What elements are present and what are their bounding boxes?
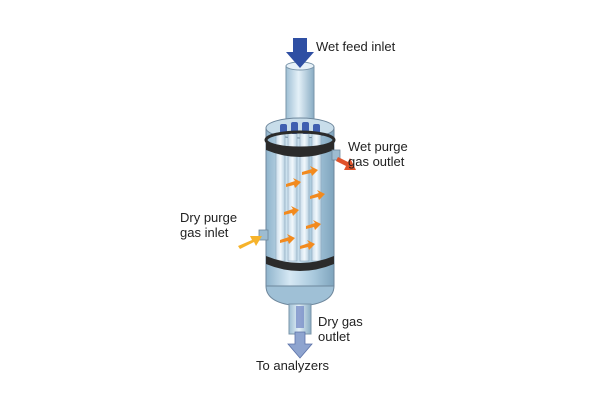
flow-arrow — [286, 178, 301, 188]
wet-purge-gas-outlet-arrow — [336, 157, 356, 170]
label-dry-purge-gas-inlet: Dry purge gas inlet — [180, 210, 237, 240]
top-inlet-pipe — [285, 65, 315, 123]
dry-purge-port — [258, 229, 269, 241]
flow-arrow — [300, 240, 315, 250]
label-to-analyzers: To analyzers — [256, 358, 329, 373]
label-line: Dry purge — [180, 210, 238, 225]
bottom-tube-sheet — [266, 256, 334, 271]
flow-arrow — [280, 234, 295, 244]
label-wet-feed-inlet-text: Wet feed inlet — [316, 39, 396, 54]
label-dry-gas-outlet: Dry gas outlet — [318, 314, 363, 344]
flow-arrow — [306, 220, 321, 230]
label-wet-purge-gas-outlet: Wet purge gas outlet — [348, 139, 408, 169]
label-line: Wet purge — [348, 139, 408, 154]
label-to-analyzers-text: To analyzers — [256, 358, 329, 373]
label-line: gas inlet — [180, 225, 229, 240]
wet-purge-port — [331, 149, 341, 161]
to-analyzers-arrow — [287, 331, 313, 359]
label-line: gas outlet — [348, 154, 405, 169]
flow-arrow — [284, 206, 299, 216]
shell-bottom-dome — [265, 285, 335, 307]
label-line: outlet — [318, 329, 350, 344]
label-line: Dry gas — [318, 314, 363, 329]
flow-arrow — [310, 190, 325, 200]
dry-purge-gas-inlet-arrow — [238, 236, 262, 249]
flow-arrow — [302, 166, 318, 176]
label-wet-feed-inlet: Wet feed inlet — [316, 39, 395, 54]
wet-feed-inlet-arrow — [286, 38, 314, 68]
purge-flow-arrows — [280, 166, 325, 250]
